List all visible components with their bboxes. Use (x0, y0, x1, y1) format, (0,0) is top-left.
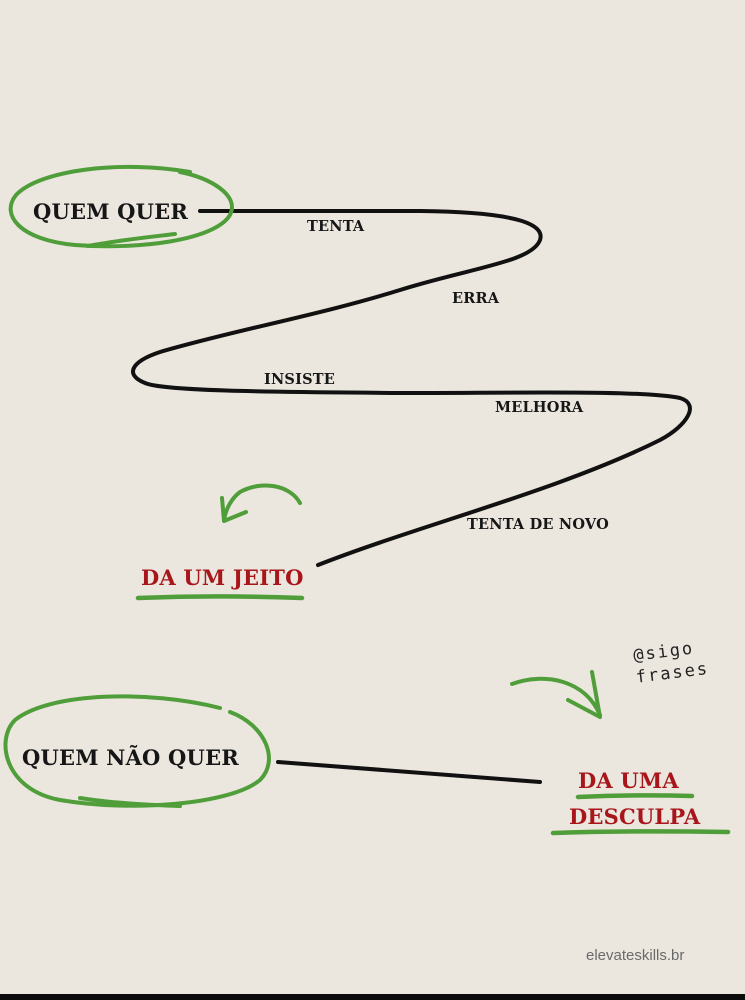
underline-da-um-jeito (135, 594, 305, 601)
circle-tail-icon (78, 796, 182, 808)
underline-da-uma (575, 793, 695, 800)
credit-watermark: elevateskills.br (586, 947, 685, 964)
result-da-um-jeito: DA UM JEITO (141, 565, 304, 590)
step-insiste: INSISTE (264, 371, 336, 388)
curved-arrow-left-icon (222, 483, 302, 522)
arrow-head-icon (220, 496, 248, 523)
connector-line (276, 760, 542, 784)
bottom-border (0, 994, 745, 1000)
underline-desculpa (550, 829, 731, 836)
circle-quem-quer-icon (8, 164, 234, 249)
handwritten-tag: @sigo frases (632, 636, 710, 689)
step-tenta: TENTA (307, 218, 365, 235)
quem-quer-label: QUEM QUER (33, 199, 189, 224)
circle-quem-nao-quer-icon (3, 694, 271, 808)
quem-nao-quer-label: QUEM NÃO QUER (22, 745, 239, 770)
step-erra: ERRA (452, 290, 500, 307)
zigzag-path-line (131, 209, 692, 567)
result-desculpa: DESCULPA (569, 804, 701, 829)
circle-tail-icon (86, 232, 177, 248)
result-da-uma: DA UMA (578, 768, 679, 793)
arrow-head-icon (566, 670, 602, 719)
step-melhora: MELHORA (495, 399, 584, 416)
curved-arrow-down-icon (510, 676, 602, 717)
step-tenta-de-novo: TENTA DE NOVO (467, 516, 609, 533)
